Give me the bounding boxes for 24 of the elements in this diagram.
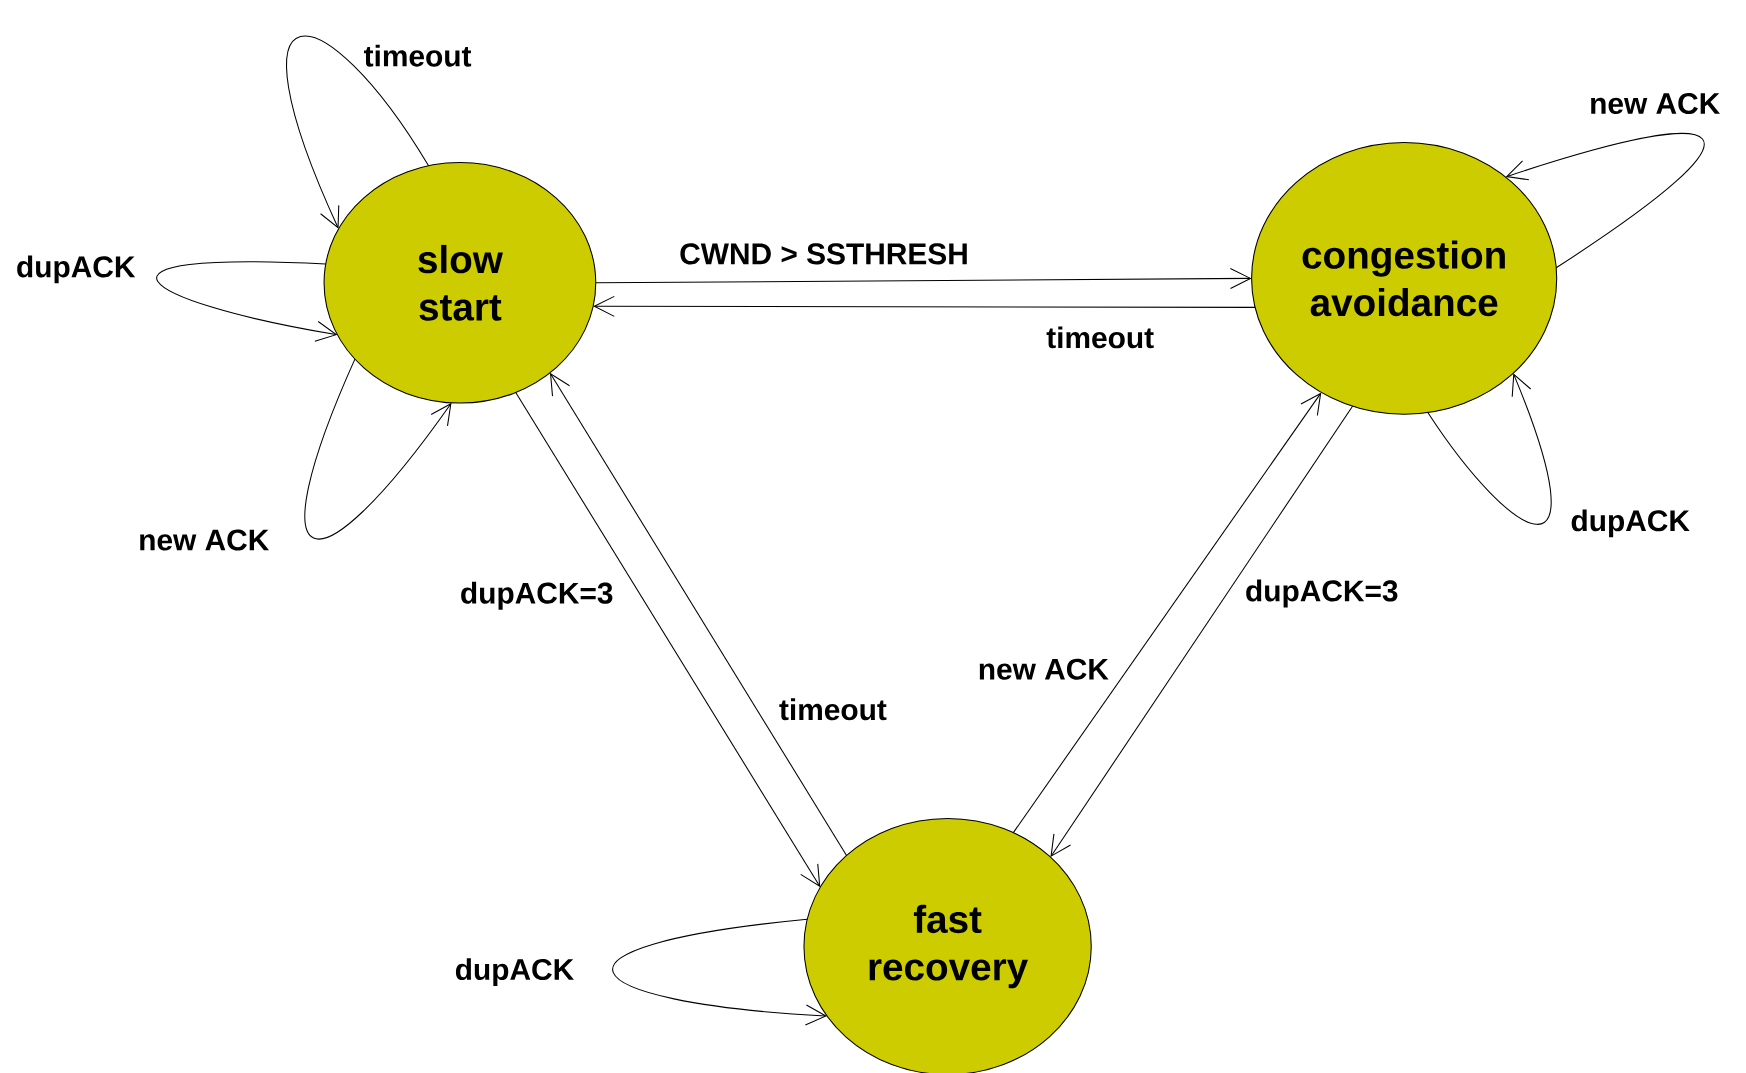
edge-label: CWND > SSTHRESH xyxy=(677,241,971,266)
edge-label: timeout xyxy=(777,696,889,722)
edge-label: new ACK xyxy=(1587,91,1723,116)
edge-label: dupACK xyxy=(1568,507,1692,539)
edge-label: timeout xyxy=(1044,324,1156,350)
edge-label: dupACK=3 xyxy=(1243,577,1401,609)
arrow xyxy=(595,267,1252,289)
edge-label: dupACK xyxy=(14,253,138,285)
arrow xyxy=(593,295,1256,317)
arrow xyxy=(1012,392,1322,833)
edge-label: dupACK xyxy=(452,956,576,988)
arrow xyxy=(1050,405,1354,857)
edge-label: timeout xyxy=(361,42,474,69)
arrow xyxy=(1505,133,1705,269)
arrow xyxy=(286,35,430,229)
arrow xyxy=(549,372,848,856)
arrow xyxy=(1427,373,1552,525)
edge-label: new ACK xyxy=(136,527,272,553)
edge-label: dupACK=3 xyxy=(458,579,616,612)
arrow xyxy=(612,918,828,1026)
arrow xyxy=(157,261,338,342)
arrow xyxy=(304,358,452,539)
edge-label: new ACK xyxy=(976,656,1111,682)
arrow xyxy=(515,391,821,887)
